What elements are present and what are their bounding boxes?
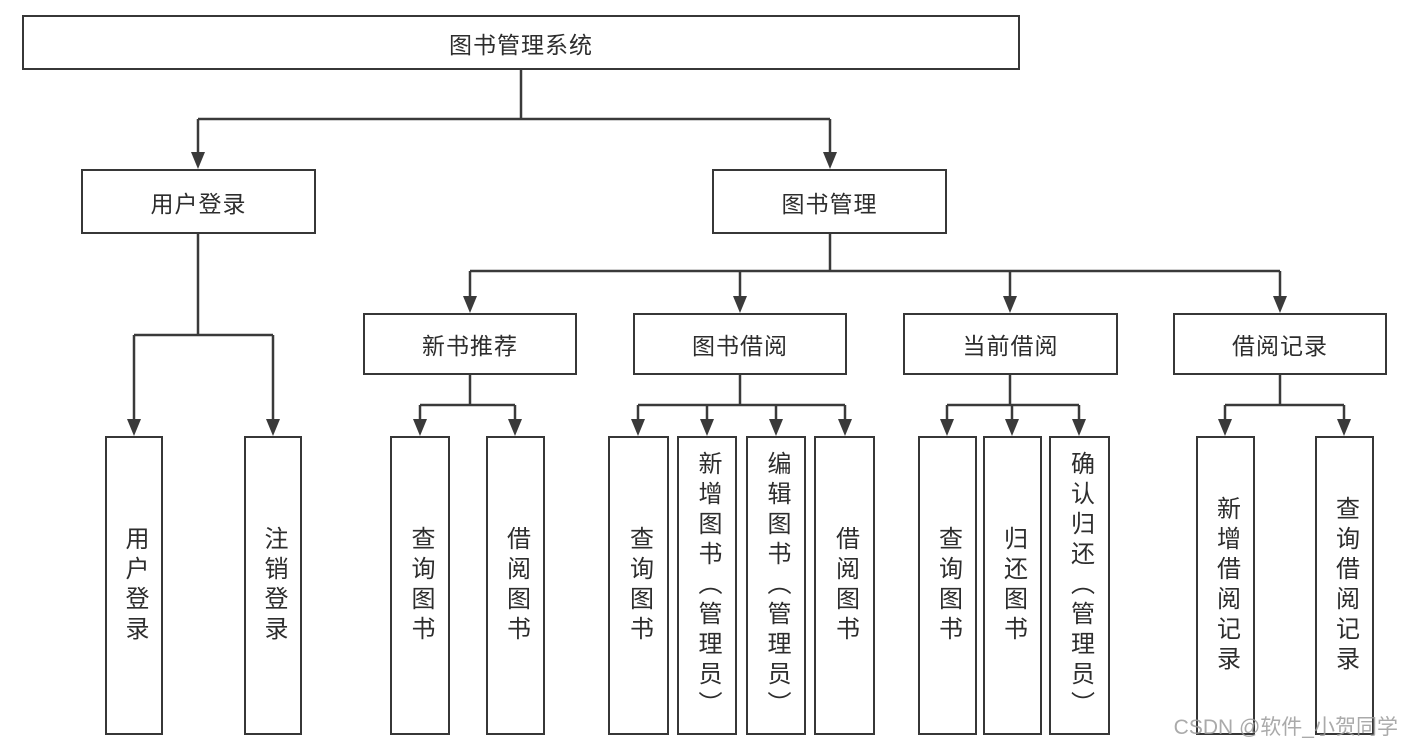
node-book-management: 图书管理 [712,169,947,234]
node-label-book-borrowing: 图书借阅 [692,333,788,359]
node-leaf-current-return-books: 归还图书 [983,436,1042,735]
node-library-management-system: 图书管理系统 [22,15,1020,70]
node-label-borrow-edit-books: 编辑图书（管理员） [763,450,790,721]
node-leaf-current-query-books: 查询图书 [918,436,977,735]
node-label-borrow-add-books: 新增图书（管理员） [694,450,721,721]
node-book-borrowing: 图书借阅 [633,313,847,375]
node-leaf-user-login: 用户登录 [105,436,163,735]
node-label-leaf-logout: 注销登录 [260,525,287,646]
node-leaf-borrow-edit-books: 编辑图书（管理员） [746,436,806,735]
node-label-current-confirm-return: 确认归还（管理员） [1066,450,1094,721]
node-leaf-records-query-record: 查询借阅记录 [1315,436,1374,735]
node-leaf-borrow-query-books: 查询图书 [608,436,669,735]
node-leaf-borrow-add-books: 新增图书（管理员） [677,436,737,735]
node-label-book-management: 图书管理 [781,190,878,217]
node-label-user-login: 用户登录 [150,190,247,217]
node-current-borrowing: 当前借阅 [903,313,1118,375]
node-leaf-borrow-borrow-books: 借阅图书 [814,436,875,735]
node-label-recommend-query-books: 查询图书 [407,525,434,646]
node-label-new-book-recommend: 新书推荐 [422,333,518,359]
node-label-recommend-borrow-books: 借阅图书 [502,525,530,646]
arrowheads [127,152,1351,436]
csdn-watermark: CSDN @软件_小贺同学 [1173,716,1398,739]
node-label-current-query-books: 查询图书 [934,525,962,646]
node-leaf-records-add-record: 新增借阅记录 [1196,436,1255,735]
node-label-borrow-borrow-books: 借阅图书 [831,525,859,646]
node-borrowing-records: 借阅记录 [1173,313,1387,375]
node-label-leaf-user-login: 用户登录 [121,525,148,646]
node-new-book-recommend: 新书推荐 [363,313,577,375]
node-label-borrow-query-books: 查询图书 [625,525,653,646]
node-leaf-recommend-query-books: 查询图书 [390,436,450,735]
node-leaf-current-confirm-return: 确认归还（管理员） [1049,436,1110,735]
node-label-current-borrowing: 当前借阅 [962,333,1059,359]
node-label-borrowing-records: 借阅记录 [1232,333,1328,359]
node-label-current-return-books: 归还图书 [999,525,1027,646]
node-label-records-query-record: 查询借阅记录 [1331,495,1359,676]
node-leaf-recommend-borrow-books: 借阅图书 [486,436,545,735]
node-label-records-add-record: 新增借阅记录 [1212,495,1240,676]
node-user-login: 用户登录 [81,169,316,234]
node-leaf-logout: 注销登录 [244,436,302,735]
node-label-library-management-system: 图书管理系统 [449,31,593,58]
